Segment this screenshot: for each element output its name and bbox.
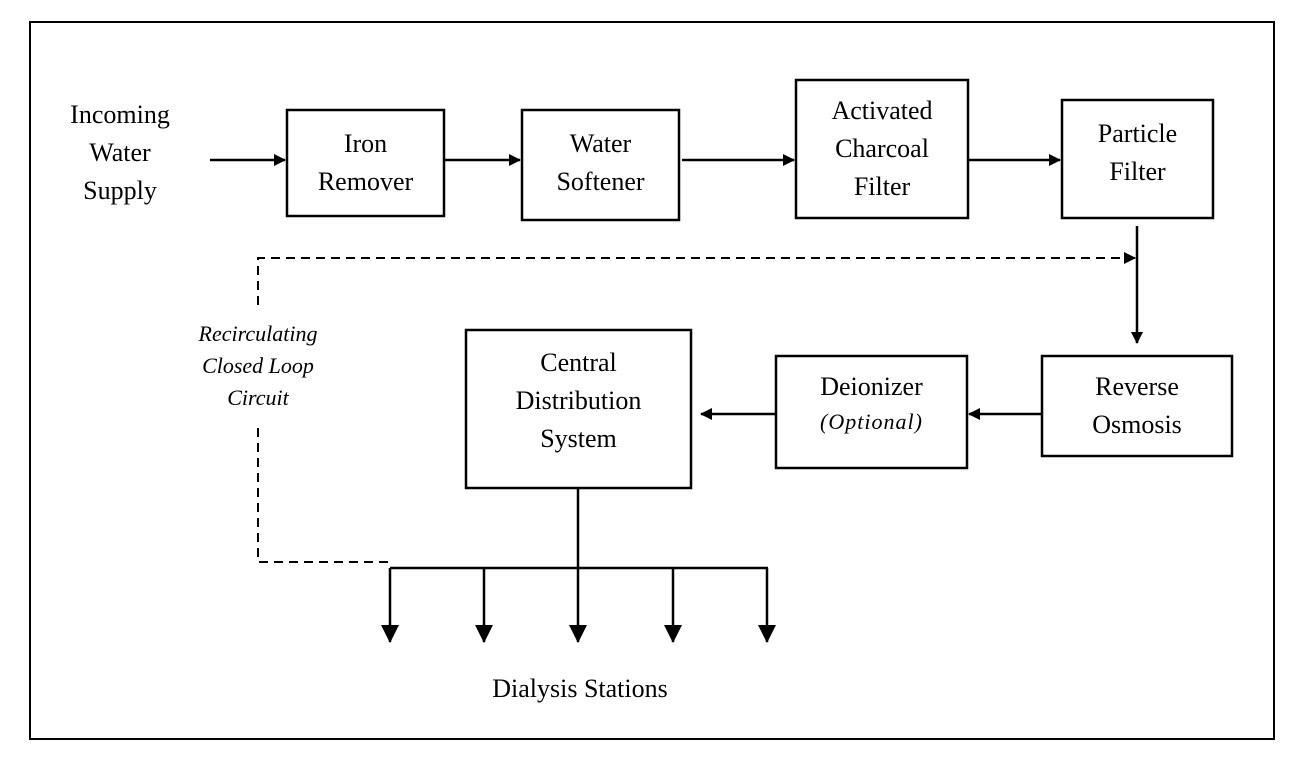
- ro-line-1: Reverse: [1095, 372, 1179, 401]
- charcoal-line-2: Charcoal: [835, 134, 929, 163]
- recirculation-loop-bottom: [257, 428, 390, 563]
- reverse-osmosis-box: [1040, 354, 1234, 458]
- particle-line-2: Filter: [1109, 157, 1166, 186]
- charcoal-line-3: Filter: [853, 172, 911, 201]
- iron-remover-label: Iron Remover: [287, 125, 444, 201]
- iron-remover-box: [285, 108, 446, 218]
- incoming-line: Incoming: [70, 100, 170, 129]
- particle-filter-label: Particle Filter: [1062, 115, 1213, 191]
- loop-line-2: Closed Loop: [202, 353, 314, 378]
- charcoal-filter-label: Activated Charcoal Filter: [796, 92, 968, 206]
- incoming-water-supply-label: Incoming Water Supply: [40, 96, 200, 210]
- loop-line-1: Recirculating: [198, 321, 318, 346]
- supply-line: Supply: [83, 176, 157, 205]
- particle-filter-box: [1060, 98, 1215, 220]
- central-line-3: System: [540, 424, 617, 453]
- reverse-osmosis-label: Reverse Osmosis: [1042, 368, 1232, 444]
- central-line-2: Distribution: [515, 386, 642, 415]
- water-softener-label: Water Softener: [522, 125, 679, 201]
- particle-line-1: Particle: [1097, 119, 1178, 148]
- iron-remover-line-2: Remover: [317, 167, 414, 196]
- deionizer-line-1: Deionizer: [820, 372, 923, 401]
- recirculation-loop-top: [257, 252, 1136, 305]
- water-softener-box: [520, 108, 681, 222]
- ro-line-2: Osmosis: [1092, 410, 1182, 439]
- charcoal-line-1: Activated: [831, 96, 933, 125]
- outer-frame: [29, 21, 1275, 740]
- loop-line-3: Circuit: [227, 385, 289, 410]
- central-line-1: Central: [540, 348, 617, 377]
- dialysis-stations-label: Dialysis Stations: [492, 674, 668, 703]
- water-line: Water: [89, 138, 151, 167]
- deionizer-optional-note: (Optional): [820, 409, 923, 434]
- deionizer-label: Deionizer (Optional): [776, 368, 967, 438]
- water-softener-line-2: Softener: [556, 167, 645, 196]
- charcoal-filter-box: [794, 78, 970, 220]
- recirculating-loop-label: Recirculating Closed Loop Circuit: [178, 318, 338, 414]
- iron-remover-line-1: Iron: [343, 129, 388, 158]
- deionizer-box: [774, 354, 969, 470]
- central-distribution-label: Central Distribution System: [466, 344, 691, 458]
- water-softener-line-1: Water: [569, 129, 632, 158]
